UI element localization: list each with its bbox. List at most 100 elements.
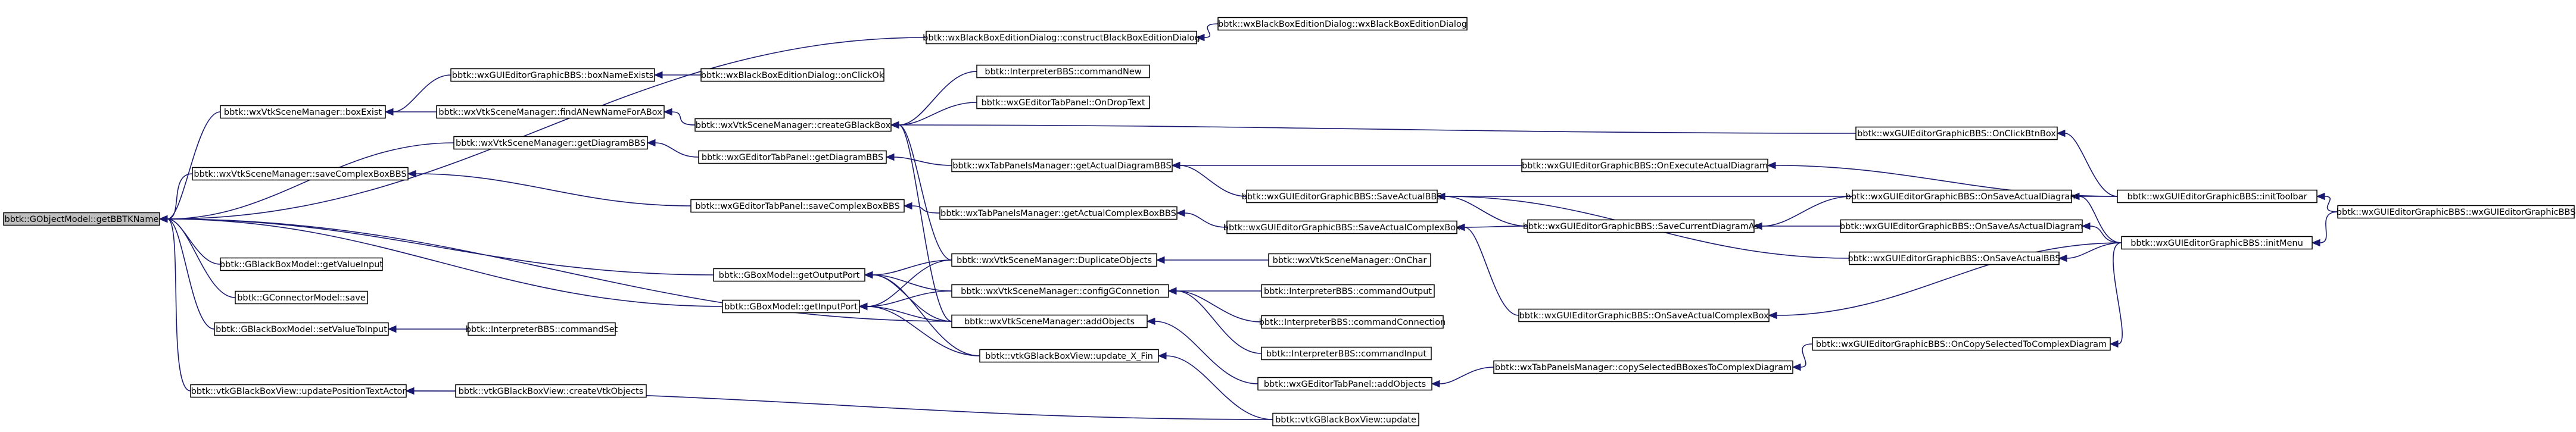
node-label[interactable]: bbtk::wxGUIEditorGraphicBBS::OnSaveActua…	[1846, 192, 2079, 202]
graph-node[interactable]: bbtk::wxGUIEditorGraphicBBS::SaveCurrent…	[1523, 219, 1759, 233]
node-label[interactable]: bbtk::wxGEditorTabPanel::addObjects	[1264, 380, 1426, 389]
node-box[interactable]	[1246, 189, 1438, 204]
node-box[interactable]	[2337, 205, 2575, 219]
node-label[interactable]: bbtk::wxGUIEditorGraphicBBS::OnCopySelec…	[1816, 340, 2107, 349]
graph-node[interactable]: bbtk::InterpreterBBS::commandConnection	[1259, 315, 1446, 329]
node-label[interactable]: bbtk::InterpreterBBS::commandInput	[1266, 349, 1426, 359]
node-box[interactable]	[926, 30, 1197, 45]
node-label[interactable]: bbtk::vtkGBlackBoxView::updatePositionTe…	[191, 387, 406, 396]
node-label[interactable]: bbtk::wxVtkSceneManager::DuplicateObject…	[957, 256, 1152, 265]
node-label[interactable]: bbtk::GObjectModel::getBBTKName	[5, 215, 159, 224]
node-label[interactable]: bbtk::wxVtkSceneManager::saveComplexBoxB…	[194, 170, 406, 179]
node-box[interactable]	[220, 105, 386, 119]
node-box[interactable]	[951, 253, 1157, 267]
graph-node[interactable]: bbtk::wxGUIEditorGraphicBBS::wxGUIEditor…	[2337, 205, 2576, 219]
node-box[interactable]	[2121, 236, 2313, 250]
graph-node[interactable]: bbtk::GBlackBoxModel::getValueInput	[220, 257, 383, 271]
node-label[interactable]: bbtk::wxGEditorTabPanel::saveComplexBoxB…	[695, 202, 900, 211]
graph-node[interactable]: bbtk::GBlackBoxModel::setValueToInput	[214, 322, 389, 336]
node-box[interactable]	[951, 158, 1173, 173]
node-label[interactable]: bbtk::wxGUIEditorGraphicBBS::SaveActualB…	[1242, 192, 1443, 202]
graph-node[interactable]: bbtk::wxGUIEditorGraphicBBS::OnSaveAsAct…	[1840, 219, 2083, 233]
node-label[interactable]: bbtk::wxGUIEditorGraphicBBS::OnExecuteAc…	[1522, 161, 1768, 171]
node-box[interactable]	[939, 206, 1178, 220]
graph-node[interactable]: bbtk::wxGEditorTabPanel::getDiagramBBS	[698, 150, 887, 164]
node-box[interactable]	[1812, 337, 2111, 351]
graph-node[interactable]: bbtk::wxBlackBoxEditionDialog::onClickOk	[700, 68, 884, 82]
node-box[interactable]	[436, 105, 665, 119]
node-label[interactable]: bbtk::wxGUIEditorGraphicBBS::OnSaveAsAct…	[1840, 222, 2083, 231]
node-box[interactable]	[1840, 219, 2083, 233]
node-label[interactable]: bbtk::wxGUIEditorGraphicBBS::SaveActualC…	[1223, 223, 1461, 233]
graph-node[interactable]: bbtk::wxGEditorTabPanel::addObjects	[1257, 377, 1432, 391]
graph-node[interactable]: bbtk::wxVtkSceneManager::boxExist	[220, 105, 386, 119]
node-box[interactable]	[951, 314, 1148, 328]
root-node[interactable]: bbtk::GObjectModel::getBBTKName	[3, 212, 160, 226]
graph-node[interactable]: bbtk::wxVtkSceneManager::findANewNameFor…	[436, 105, 665, 119]
graph-node[interactable]: bbtk::GConnectorModel::save	[235, 290, 368, 305]
node-box[interactable]	[235, 290, 368, 305]
node-box[interactable]	[1217, 17, 1468, 31]
graph-node[interactable]: bbtk::wxGUIEditorGraphicBBS::OnSaveActua…	[1518, 308, 1770, 323]
node-label[interactable]: bbtk::vtkGBlackBoxView::update	[1275, 415, 1416, 425]
node-label[interactable]: bbtk::wxGUIEditorGraphicBBS::OnClickBtnB…	[1857, 129, 2056, 139]
node-box[interactable]	[1518, 308, 1770, 323]
node-label[interactable]: bbtk::GBoxModel::getInputPort	[724, 302, 858, 312]
node-box[interactable]	[1261, 284, 1435, 298]
node-box[interactable]	[1261, 346, 1432, 361]
graph-node[interactable]: bbtk::wxVtkSceneManager::DuplicateObject…	[951, 253, 1157, 267]
node-box[interactable]	[190, 384, 407, 398]
node-box[interactable]	[1855, 126, 2058, 140]
node-label[interactable]: bbtk::wxVtkSceneManager::configGConnetio…	[961, 287, 1160, 296]
node-label[interactable]: bbtk::wxTabPanelsManager::getActualDiagr…	[952, 161, 1171, 171]
node-label[interactable]: bbtk::wxGUIEditorGraphicBBS::SaveCurrent…	[1523, 222, 1759, 231]
node-box[interactable]	[453, 136, 648, 150]
node-label[interactable]: bbtk::GBlackBoxModel::setValueToInput	[216, 325, 387, 334]
node-label[interactable]: bbtk::InterpreterBBS::commandOutput	[1264, 287, 1432, 296]
node-box[interactable]	[3, 212, 160, 226]
node-box[interactable]	[951, 284, 1169, 298]
node-box[interactable]	[214, 322, 389, 336]
node-label[interactable]: bbtk::wxVtkSceneManager::addObjects	[964, 317, 1135, 327]
graph-node[interactable]: bbtk::wxGEditorTabPanel::OnDropText	[976, 95, 1150, 109]
node-label[interactable]: bbtk::wxGUIEditorGraphicBBS::OnSaveActua…	[1519, 311, 1768, 321]
graph-node[interactable]: bbtk::vtkGBlackBoxView::updatePositionTe…	[190, 384, 407, 398]
node-box[interactable]	[455, 384, 647, 398]
graph-node[interactable]: bbtk::wxVtkSceneManager::createGBlackBox	[694, 118, 892, 132]
node-label[interactable]: bbtk::wxGUIEditorGraphicBBS::initMenu	[2130, 239, 2303, 248]
node-box[interactable]	[694, 118, 892, 132]
graph-node[interactable]: bbtk::vtkGBlackBoxView::update_X_Fin	[979, 349, 1159, 363]
graph-node[interactable]: bbtk::wxGUIEditorGraphicBBS::OnExecuteAc…	[1521, 158, 1768, 173]
node-box[interactable]	[979, 349, 1159, 363]
graph-node[interactable]: bbtk::wxVtkSceneManager::configGConnetio…	[951, 284, 1169, 298]
graph-node[interactable]: bbtk::wxGUIEditorGraphicBBS::OnClickBtnB…	[1855, 126, 2058, 140]
node-label[interactable]: bbtk::wxGUIEditorGraphicBBS::wxGUIEditor…	[2337, 208, 2576, 217]
node-box[interactable]	[1527, 219, 1755, 233]
node-label[interactable]: bbtk::InterpreterBBS::commandSet	[466, 325, 618, 334]
graph-node[interactable]: bbtk::wxTabPanelsManager::getActualCompl…	[939, 206, 1178, 220]
graph-node[interactable]: bbtk::wxGUIEditorGraphicBBS::SaveActualC…	[1223, 220, 1461, 234]
node-label[interactable]: bbtk::wxVtkSceneManager::findANewNameFor…	[438, 108, 662, 117]
graph-node[interactable]: bbtk::wxVtkSceneManager::saveComplexBoxB…	[192, 167, 409, 181]
node-box[interactable]	[722, 299, 860, 314]
node-box[interactable]	[2117, 189, 2318, 204]
graph-node[interactable]: bbtk::wxTabPanelsManager::copySelectedBB…	[1493, 360, 1793, 374]
graph-node[interactable]: bbtk::wxGUIEditorGraphicBBS::OnCopySelec…	[1812, 337, 2111, 351]
graph-node[interactable]: bbtk::wxVtkSceneManager::getDiagramBBS	[453, 136, 648, 150]
node-label[interactable]: bbtk::wxGEditorTabPanel::OnDropText	[981, 98, 1145, 108]
node-box[interactable]	[450, 68, 655, 82]
node-box[interactable]	[1849, 251, 2060, 265]
node-box[interactable]	[1272, 412, 1419, 427]
node-label[interactable]: bbtk::InterpreterBBS::commandConnection	[1259, 318, 1446, 327]
graph-node[interactable]: bbtk::wxVtkSceneManager::addObjects	[951, 314, 1148, 328]
node-box[interactable]	[700, 68, 884, 82]
node-box[interactable]	[698, 150, 887, 164]
graph-node[interactable]: bbtk::vtkGBlackBoxView::update	[1272, 412, 1419, 427]
node-label[interactable]: bbtk::wxTabPanelsManager::getActualCompl…	[940, 209, 1176, 218]
graph-node[interactable]: bbtk::wxBlackBoxEditionDialog::wxBlackBo…	[1217, 17, 1468, 31]
node-label[interactable]: bbtk::vtkGBlackBoxView::createVtkObjects	[459, 387, 644, 396]
graph-node[interactable]: bbtk::vtkGBlackBoxView::createVtkObjects	[455, 384, 647, 398]
node-label[interactable]: bbtk::wxTabPanelsManager::copySelectedBB…	[1495, 363, 1792, 372]
node-label[interactable]: bbtk::wxGUIEditorGraphicBBS::OnSaveActua…	[1848, 254, 2060, 264]
node-box[interactable]	[220, 257, 383, 271]
